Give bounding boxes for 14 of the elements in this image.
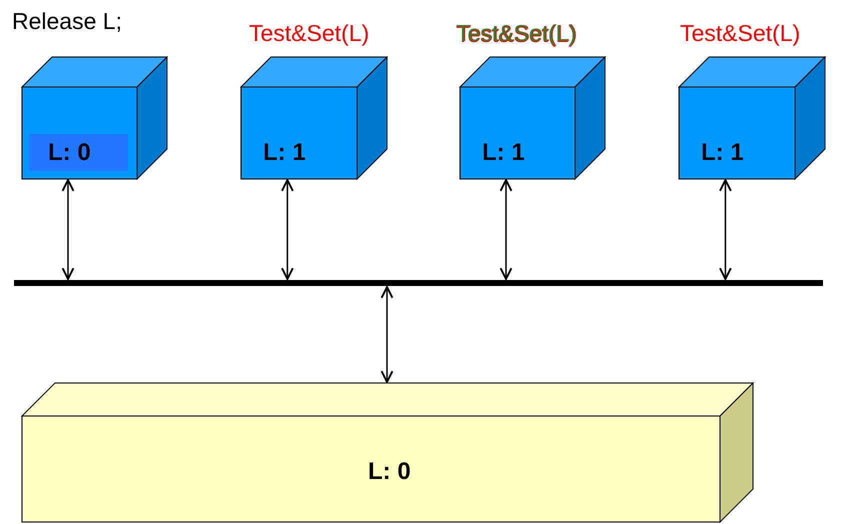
- instruction-text: Test&Set(L): [456, 20, 576, 47]
- arrow: [380, 286, 394, 383]
- arrow: [500, 179, 512, 280]
- instruction-text: Test&Set(L): [680, 20, 800, 47]
- lock-value: L: 1: [482, 139, 525, 167]
- lock-value: L: 0: [368, 458, 411, 486]
- arrow: [62, 179, 74, 280]
- arrow: [719, 179, 732, 280]
- instruction-text: Test&Set(L): [249, 20, 370, 47]
- instruction-text: Release L;: [12, 8, 122, 35]
- lock-value: L: 1: [701, 139, 744, 167]
- lock-value: L: 1: [263, 139, 306, 167]
- arrow: [281, 179, 294, 280]
- lock-value: L: 0: [48, 139, 91, 167]
